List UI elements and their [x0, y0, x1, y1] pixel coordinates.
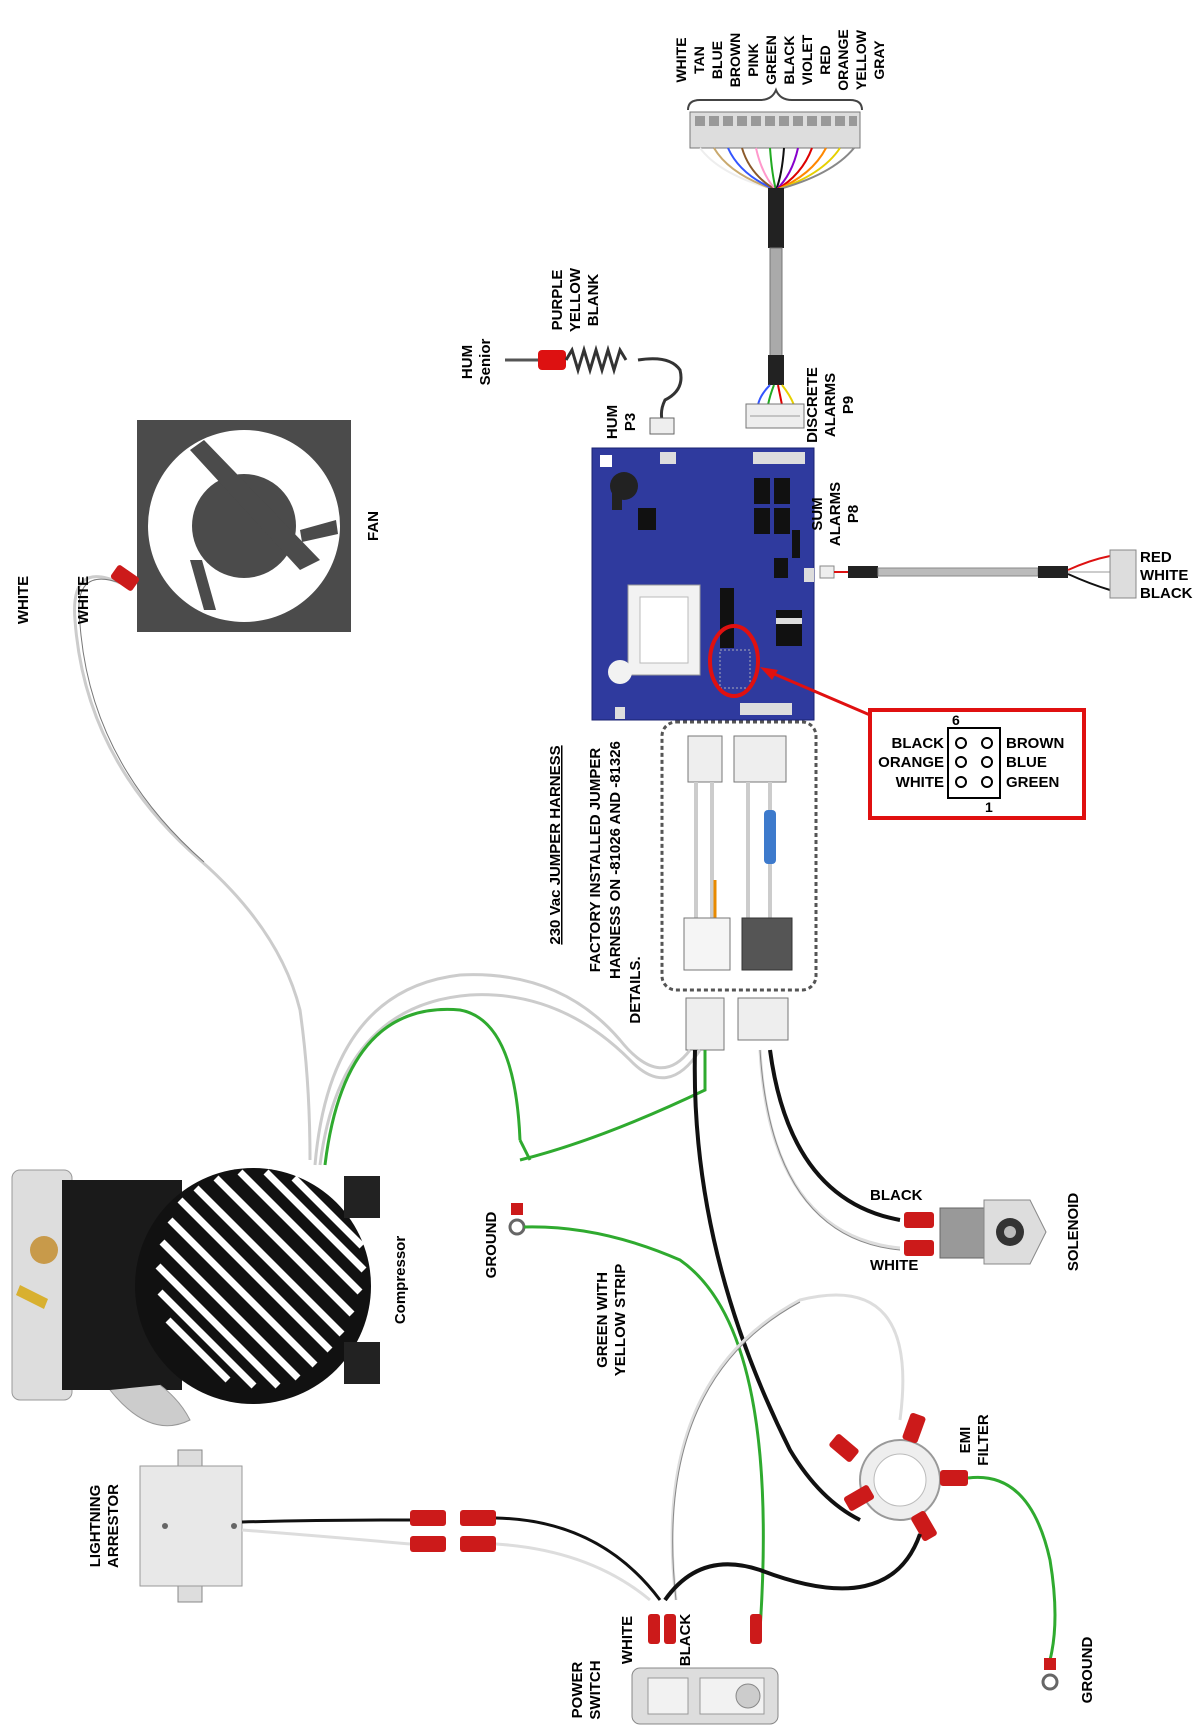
solenoid-label: SOLENOID — [1065, 1193, 1082, 1272]
compressor-label: Compressor — [392, 1236, 409, 1325]
wire-color-10: ORANGE — [835, 29, 851, 90]
sum-alarms-line2: ALARMS — [827, 482, 844, 546]
fan-wire-inner-label: WHITE — [75, 576, 92, 624]
hum-port-label1: HUM — [604, 405, 621, 439]
ground-terminal-1 — [508, 1203, 765, 1631]
fan-label: FAN — [365, 511, 382, 541]
fan-wires — [73, 565, 312, 1161]
jumper-note-line1: FACTORY INSTALLED JUMPER — [587, 748, 604, 973]
wire-color-7: BLACK — [781, 36, 797, 85]
jumper-note-line3: DETAILS. — [627, 956, 644, 1023]
wire-color-6: GREEN — [763, 35, 779, 85]
discrete-alarms-line2: ALARMS — [822, 373, 839, 437]
hum-port-label2: P3 — [622, 413, 639, 431]
emi-filter-line2: FILTER — [975, 1414, 992, 1466]
jumper-harness-title: 230 Vac JUMPER HARNESS — [547, 745, 564, 944]
sum-alarms-line3: P8 — [845, 505, 862, 523]
pin-highlight-arrow — [764, 668, 871, 717]
pin-right-brown: BROWN — [1006, 735, 1064, 752]
jumper-note-line2: HARNESS ON -81026 AND -81326 — [607, 741, 624, 979]
wire-color-1: WHITE — [673, 37, 689, 82]
pin-top-number: 6 — [952, 712, 960, 728]
wire-color-12: GRAY — [871, 40, 887, 80]
sum-wire-black: BLACK — [1140, 585, 1193, 602]
solenoid — [758, 1049, 1047, 1265]
ground-terminal-2 — [1041, 1658, 1059, 1691]
wire-color-9: RED — [817, 45, 833, 75]
discrete-alarms-line3: P9 — [840, 396, 857, 414]
jumper-harness — [660, 720, 818, 1051]
hum-pin-blank: BLANK — [585, 274, 602, 327]
lightning-arrestor — [139, 1449, 662, 1603]
solenoid-wire-black: BLACK — [870, 1187, 923, 1204]
top-wire-connector — [687, 87, 863, 429]
hum-sensor-label1: HUM — [459, 345, 476, 379]
power-switch-line2: SWITCH — [587, 1660, 604, 1719]
pin-bottom-number: 1 — [985, 799, 993, 815]
ground-2-label: GROUND — [1079, 1637, 1096, 1704]
ground-1-label: GROUND — [483, 1212, 500, 1279]
ground-wire-line1: GREEN WITH — [594, 1272, 611, 1368]
emi-filter-line1: EMI — [957, 1427, 974, 1454]
sum-alarms-line1: SUM — [809, 497, 826, 530]
wire-color-8: VIOLET — [799, 34, 815, 85]
compressor-wires — [313, 973, 707, 1166]
sum-wire-red: RED — [1140, 549, 1172, 566]
wire-color-2: TAN — [691, 46, 707, 74]
wire-color-4: BROWN — [727, 33, 743, 87]
hum-pin-yellow: YELLOW — [567, 267, 584, 332]
power-switch-wire-white: WHITE — [619, 1616, 636, 1664]
wire-color-11: YELLOW — [853, 29, 869, 90]
compressor — [11, 1168, 380, 1427]
power-switch-wire-black: BLACK — [677, 1614, 694, 1667]
lightning-arrestor-line2: ARRESTOR — [105, 1484, 122, 1568]
hum-pin-purple: PURPLE — [549, 270, 566, 331]
hum-sensor-label2: Senior — [477, 339, 494, 386]
power-switch-line1: POWER — [569, 1662, 586, 1719]
pin-right-blue: BLUE — [1006, 754, 1047, 771]
power-switch — [631, 1614, 779, 1725]
sum-wire-white: WHITE — [1140, 567, 1188, 584]
fan — [137, 420, 351, 632]
wire-color-labels: WHITE TAN BLUE BROWN PINK GREEN BLACK VI… — [673, 29, 887, 90]
ground-wire-line2: YELLOW STRIP — [612, 1264, 629, 1377]
fan-wire-outer-label: WHITE — [15, 576, 32, 624]
discrete-alarms-line1: DISCRETE — [804, 367, 821, 443]
wire-color-5: PINK — [745, 43, 761, 76]
pin-detail-box — [868, 708, 1086, 820]
solenoid-wire-white: WHITE — [870, 1257, 918, 1274]
control-board — [591, 447, 815, 721]
pin-left-black: BLACK — [892, 735, 945, 752]
pin-highlight-circle — [708, 624, 760, 698]
pin-right-green: GREEN — [1006, 774, 1059, 791]
pin-left-orange: ORANGE — [878, 754, 944, 771]
emi-filter — [663, 1049, 1057, 1661]
pin-left-white: WHITE — [896, 774, 944, 791]
sum-alarms-cable — [819, 549, 1137, 599]
wire-color-3: BLUE — [709, 41, 725, 79]
lightning-arrestor-line1: LIGHTNING — [87, 1485, 104, 1568]
hum-sensor — [505, 344, 683, 435]
